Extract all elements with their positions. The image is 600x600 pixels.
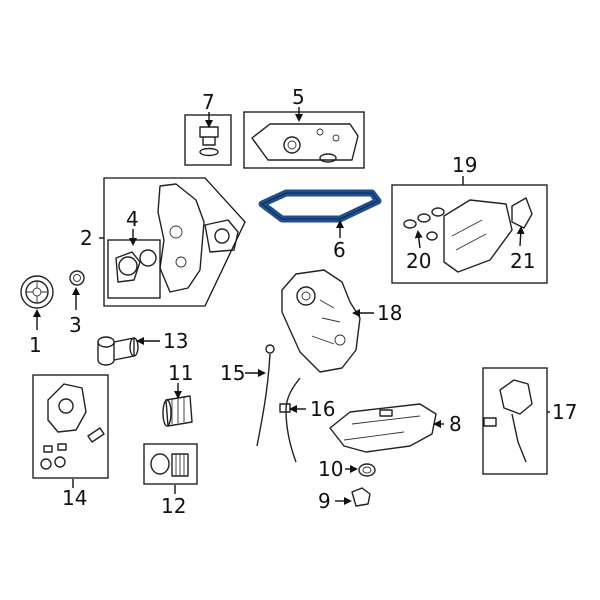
callout-9: 9	[318, 489, 331, 513]
dipstick-tube[interactable]	[279, 377, 301, 463]
water-pump-box	[107, 239, 161, 299]
callout-19: 19	[452, 153, 477, 177]
cam-actuator-box	[482, 367, 548, 475]
callout-14: 14	[62, 486, 87, 510]
oil-dipstick[interactable]	[256, 344, 275, 447]
valve-cover[interactable]	[243, 111, 365, 169]
callout-17: 17	[552, 400, 577, 424]
cam-actuator-group[interactable]	[482, 367, 548, 475]
valve-cover-gasket[interactable]	[258, 189, 382, 223]
filter-element-box	[143, 443, 198, 485]
callout-18: 18	[377, 301, 402, 325]
callout-13: 13	[163, 329, 188, 353]
callout-5: 5	[292, 85, 305, 109]
callout-labels: 1 2 3 4 5 6 7 8 9 10 11 12 13 14 15 16 1…	[29, 85, 577, 518]
crankshaft-pulley[interactable]	[20, 275, 54, 309]
callout-4: 4	[126, 207, 139, 231]
crankshaft-seal[interactable]	[69, 270, 85, 286]
intake-manifold-group[interactable]	[391, 184, 548, 284]
oil-filter-housing[interactable]	[162, 395, 193, 427]
engine-block[interactable]	[281, 269, 361, 373]
oil-filler-cap[interactable]	[184, 114, 232, 166]
drain-plug-washer[interactable]	[358, 463, 376, 477]
valve-cover-box	[243, 111, 365, 169]
filter-element[interactable]	[143, 443, 198, 485]
callout-16: 16	[310, 397, 335, 421]
callout-10: 10	[318, 457, 343, 481]
callout-21: 21	[510, 249, 535, 273]
callout-20: 20	[406, 249, 431, 273]
callout-11: 11	[168, 361, 193, 385]
oil-pump-group[interactable]	[32, 374, 109, 479]
cap-box	[184, 114, 232, 166]
drain-plug[interactable]	[351, 487, 371, 507]
leader-lines	[33, 107, 550, 505]
callout-12: 12	[161, 494, 186, 518]
timing-cover-box	[103, 177, 246, 307]
callout-3: 3	[69, 313, 82, 337]
callout-1: 1	[29, 333, 42, 357]
callout-2: 2	[80, 226, 93, 250]
oil-pump-box	[32, 374, 109, 479]
callout-7: 7	[202, 90, 215, 114]
oil-pan[interactable]	[329, 403, 437, 453]
callout-15: 15	[220, 361, 245, 385]
callout-8: 8	[449, 412, 462, 436]
callout-6: 6	[333, 238, 346, 262]
intake-manifold-box	[391, 184, 548, 284]
timing-cover-group[interactable]	[103, 177, 246, 307]
oil-filter[interactable]	[97, 336, 139, 366]
